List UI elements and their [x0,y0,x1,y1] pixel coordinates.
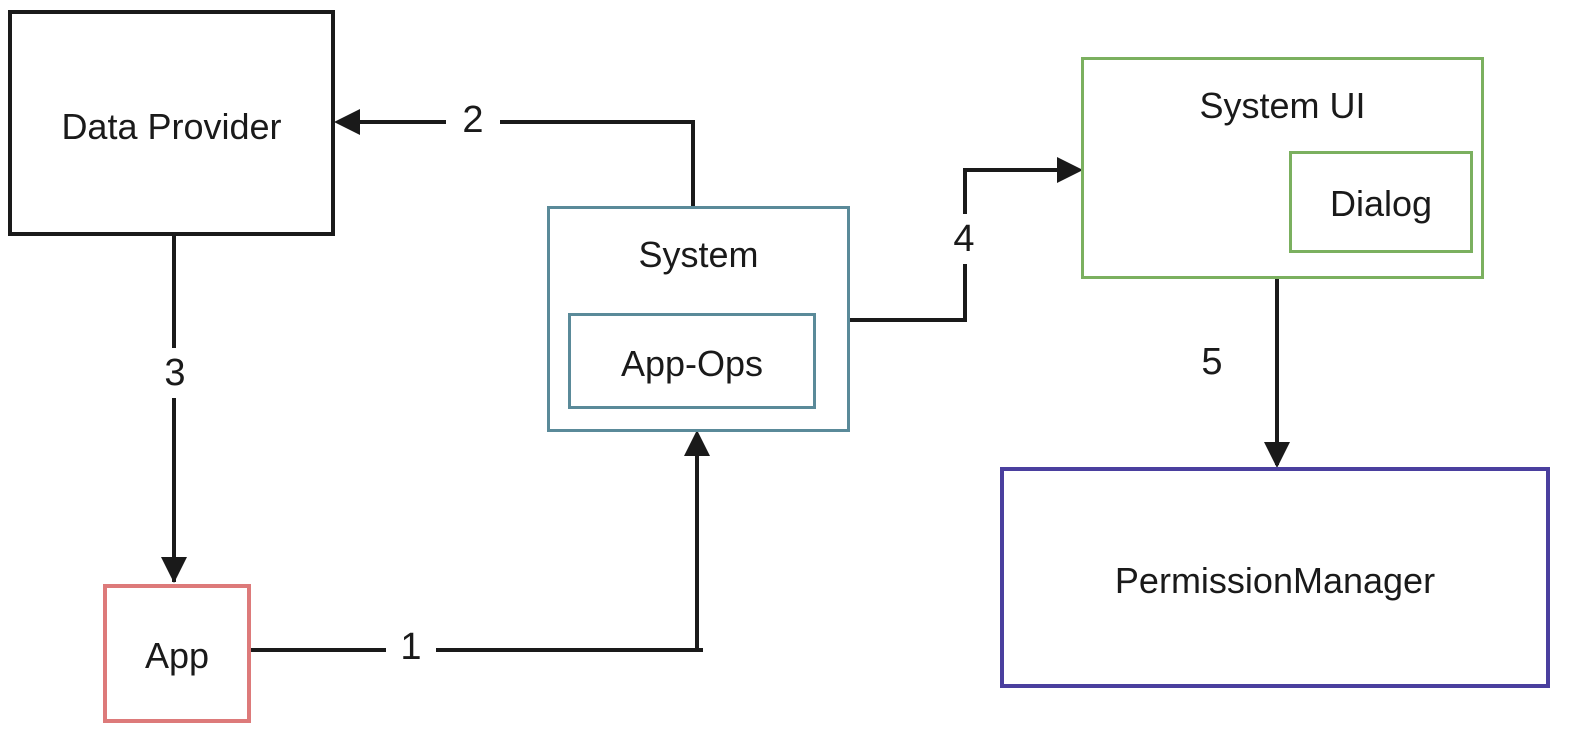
edge-1-segment-horizontal [251,648,703,652]
edge-5-arrowhead [1264,442,1290,468]
edge-4-arrowhead [1057,157,1083,183]
node-permission-manager-label: PermissionManager [1114,560,1436,601]
edge-5-segment-vertical [1275,277,1279,465]
node-app-ops-label: App-Ops [620,343,764,384]
edge-4-segment-horizontal-upper [963,168,1063,172]
node-system-label: System [638,234,759,275]
edge-3-segment-vertical [172,234,176,582]
edge-2-arrowhead [334,109,360,135]
edge-1-label: 1 [386,628,436,666]
node-data-provider[interactable]: Data Provider [8,10,335,236]
node-data-provider-label: Data Provider [61,106,282,147]
edge-2-segment-horizontal [360,120,693,124]
edge-2-label: 2 [446,101,500,139]
edge-1-arrowhead [684,430,710,456]
node-system-ui-label: System UI [1199,85,1366,126]
edge-3-arrowhead [161,557,187,583]
node-app[interactable]: App [103,584,251,723]
edge-3-label: 3 [155,348,195,398]
node-permission-manager[interactable]: PermissionManager [1000,467,1550,688]
edge-5-label: 5 [1192,343,1232,381]
edge-4-segment-horizontal-lower [850,318,967,322]
edge-4-label: 4 [944,214,984,264]
edge-1-segment-vertical [695,452,699,650]
node-dialog[interactable]: Dialog [1289,151,1473,253]
node-app-label: App [144,635,210,676]
node-dialog-label: Dialog [1329,183,1433,224]
node-app-ops[interactable]: App-Ops [568,313,816,409]
edge-2-segment-vertical [691,120,695,208]
